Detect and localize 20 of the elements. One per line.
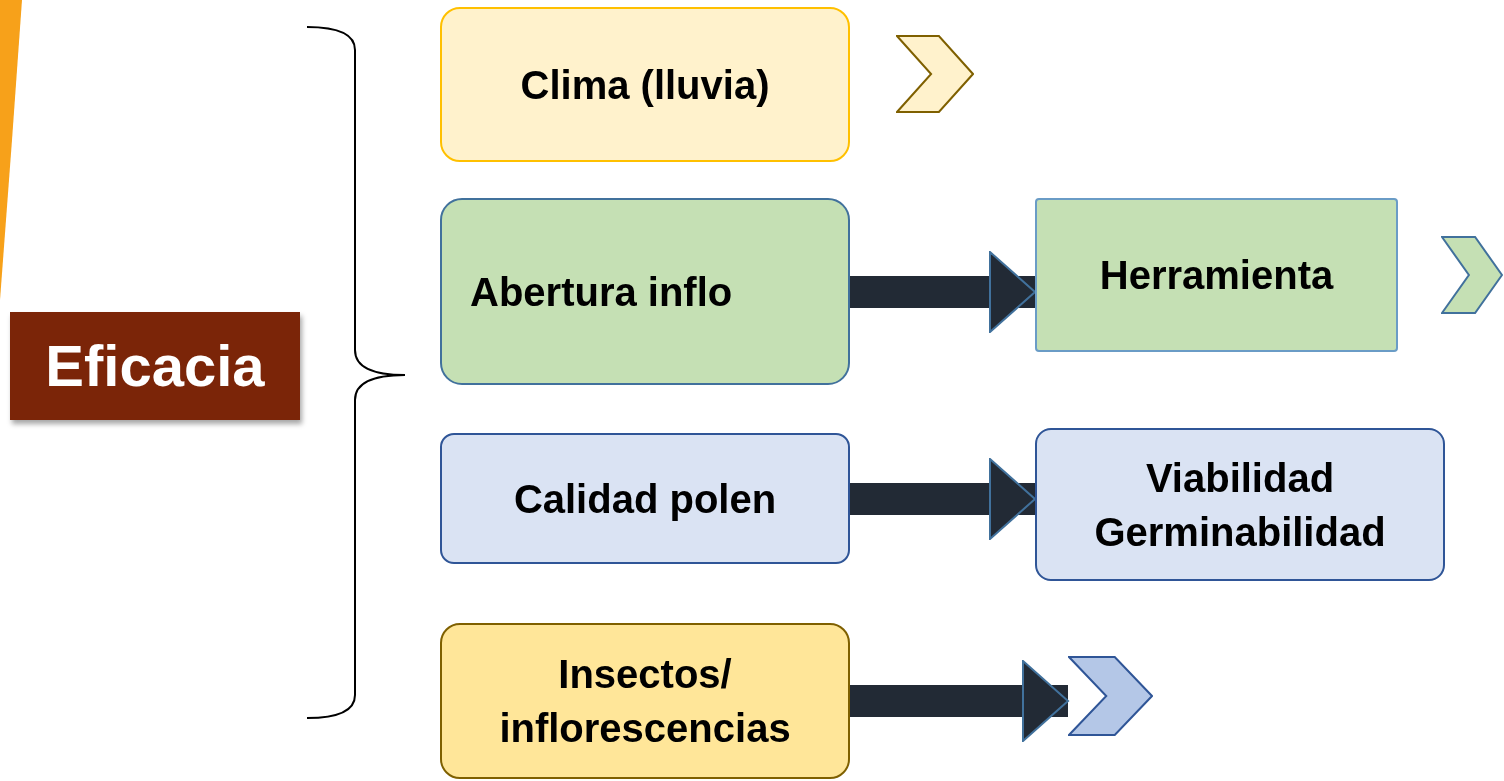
process-box: [440, 198, 850, 385]
chevron-arrow: [1068, 656, 1153, 736]
title-box: [10, 312, 300, 420]
box-label: Viabilidad Germinabilidad: [1093, 454, 1387, 556]
chevron-arrow: [896, 35, 974, 113]
process-box: [1035, 198, 1398, 352]
block-arrow: [850, 251, 1036, 333]
process-box: [440, 7, 850, 162]
box-label: Eficacia: [45, 331, 265, 400]
block-arrow: [850, 660, 1069, 742]
box-label: Insectos/ inflorescencias: [498, 651, 792, 752]
process-box: [1035, 428, 1445, 581]
box-label: Clima (lluvia): [520, 61, 770, 109]
process-box: [440, 623, 850, 779]
process-box: [440, 433, 850, 564]
chevron-arrow: [1441, 236, 1503, 314]
box-label: Abertura inflo: [470, 268, 733, 316]
box-label: Calidad polen: [513, 475, 777, 523]
block-arrow: [850, 458, 1036, 540]
box-label: Herramienta: [1099, 252, 1334, 299]
